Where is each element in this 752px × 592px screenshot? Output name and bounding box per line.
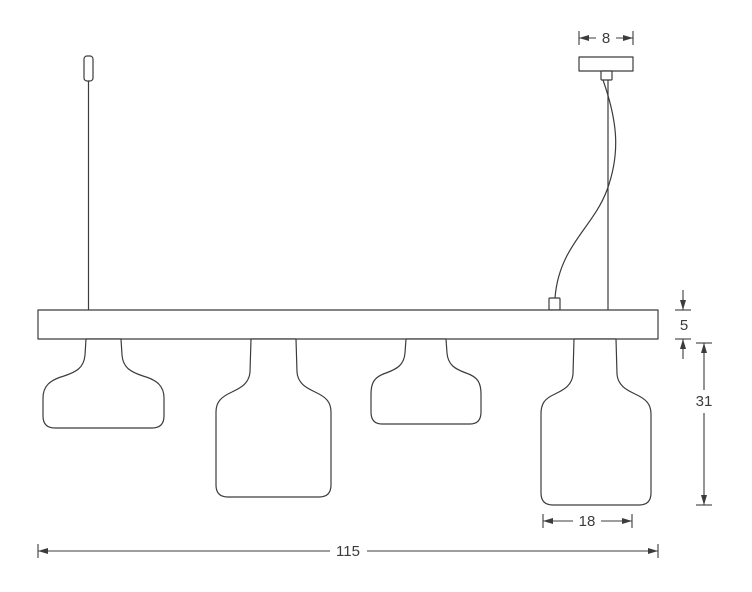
- ceiling-canopy: [578, 56, 634, 72]
- dimension-label-shade-drop: 31: [696, 393, 713, 410]
- lampshade-3: [370, 338, 482, 425]
- dimension-label-overall-width: 115: [336, 543, 360, 560]
- canopy-strain-relief: [600, 70, 613, 81]
- dimension-label-bar-thickness: 5: [680, 317, 688, 334]
- arrow-left-icon: [543, 518, 553, 524]
- arrow-down-icon: [701, 495, 707, 505]
- arrow-left-icon: [579, 35, 589, 41]
- dimension-label-canopy-width: 8: [602, 30, 610, 47]
- arrow-right-icon: [622, 518, 632, 524]
- dimension-shade-width: 18: [542, 513, 633, 530]
- dimension-overall-width: 115: [37, 543, 659, 560]
- arrow-down-icon: [680, 300, 686, 310]
- right-suspension-group: [548, 56, 634, 311]
- arrow-right-icon: [648, 548, 658, 554]
- dimension-canopy-width: 8: [578, 30, 634, 47]
- cord-connector: [548, 297, 561, 311]
- lamp-bar: [37, 309, 659, 340]
- dimension-bar-thickness: 5: [675, 290, 691, 359]
- dimension-label-shade-width: 18: [579, 513, 596, 530]
- dimension-shade-drop: 31: [696, 342, 713, 506]
- arrow-left-icon: [38, 548, 48, 554]
- left-suspension-group: [83, 55, 94, 311]
- left-cable-grip: [83, 55, 94, 82]
- lampshade-2: [215, 338, 332, 498]
- lampshade-1: [42, 338, 165, 429]
- lampshade-4: [540, 338, 652, 506]
- arrow-up-icon: [701, 343, 707, 353]
- curved-power-cord: [554, 79, 617, 299]
- arrow-right-icon: [623, 35, 633, 41]
- arrow-up-icon: [680, 339, 686, 349]
